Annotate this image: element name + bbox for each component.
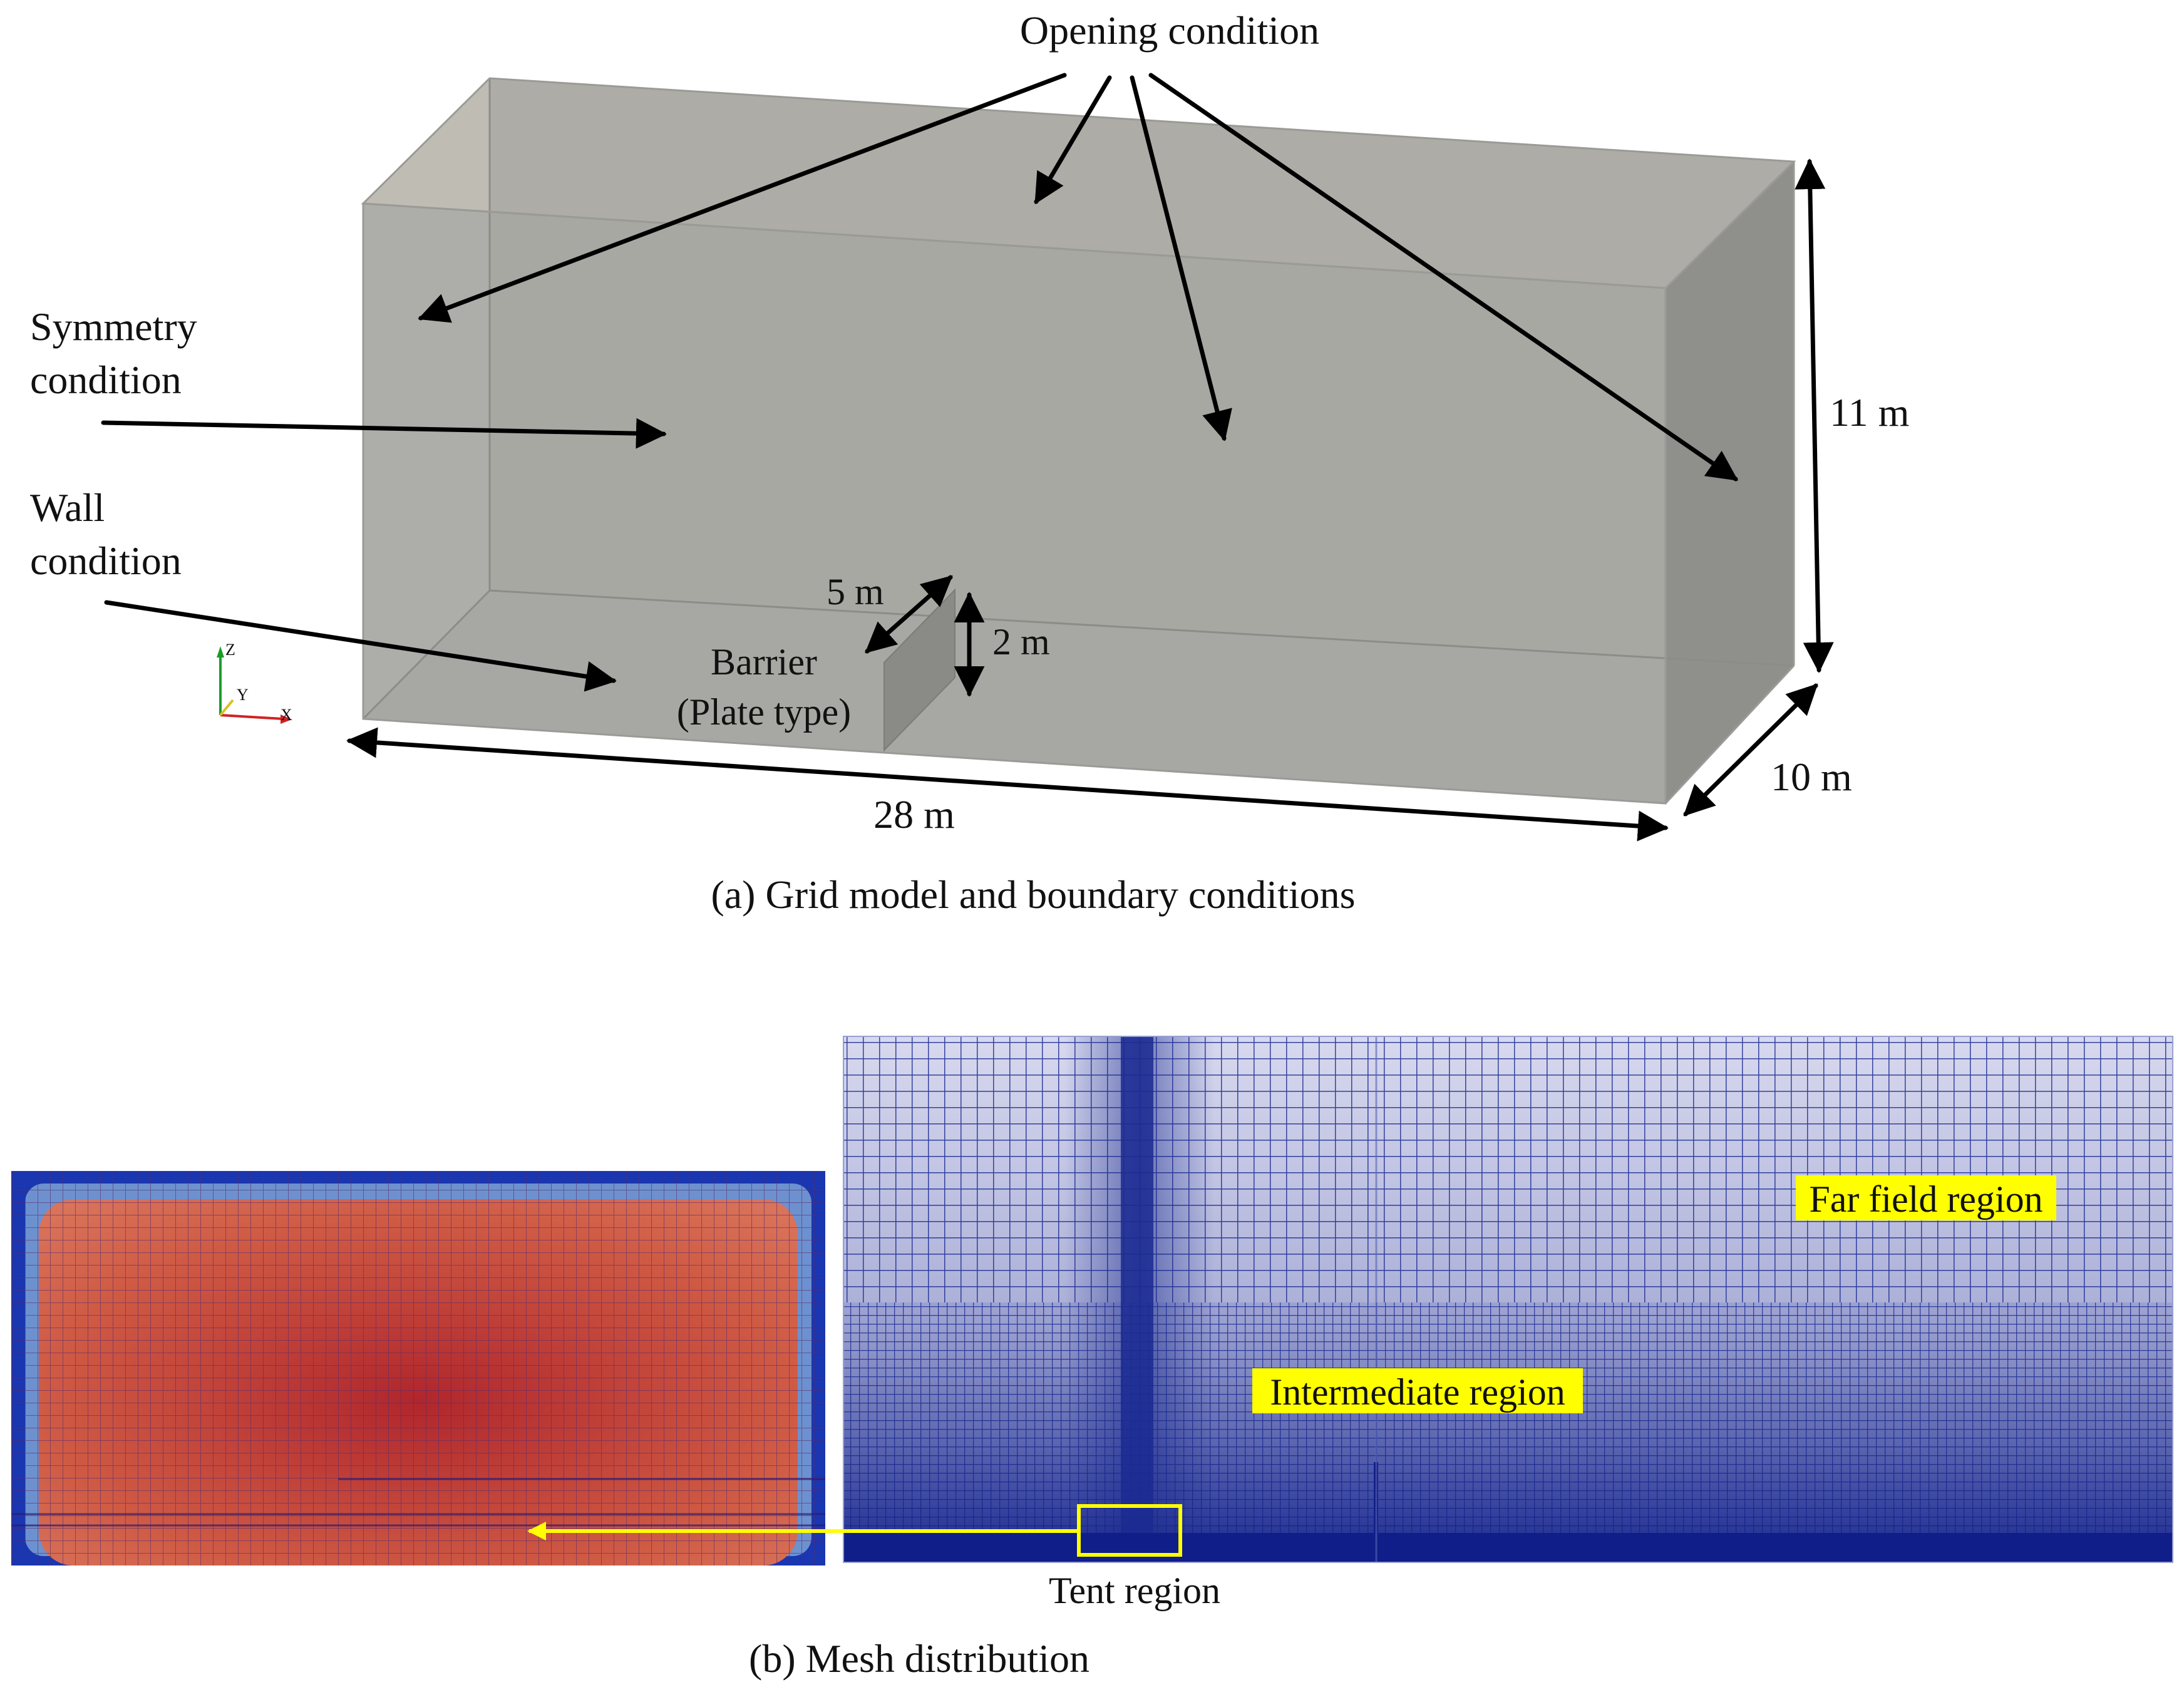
axis-z-label: Z <box>225 641 235 659</box>
intermediate-label: Intermediate region <box>1270 1371 1565 1413</box>
caption-b: (b) Mesh distribution <box>749 1636 1089 1681</box>
domain-box <box>361 77 1796 805</box>
symmetry-label-line2: condition <box>30 358 182 402</box>
arrow-wall <box>104 600 617 692</box>
domain-right-face <box>1666 162 1794 803</box>
axis-x-label: X <box>281 706 292 724</box>
dim-height-line <box>1795 158 1834 673</box>
tent-refinement-band <box>1121 1036 1153 1562</box>
panel-a-labels: Opening condition Symmetry condition Wal… <box>30 8 1909 917</box>
far-field-label: Far field region <box>1809 1179 2042 1220</box>
mesh-side-view <box>843 1036 2173 1563</box>
arrow-symmetry <box>101 418 667 449</box>
barrier-label-line2: (Plate type) <box>677 691 851 733</box>
domain-front-face <box>363 204 1666 803</box>
dim-width-line <box>1683 683 1818 817</box>
annotation-arrows <box>101 73 1834 842</box>
dim-length-line <box>346 727 1669 842</box>
arrow-opening-front <box>1130 75 1232 441</box>
tent-region-label: Tent region <box>1049 1570 1220 1611</box>
axis-triad: Z Y X <box>217 641 292 724</box>
mesh-tent-zoom <box>11 1171 825 1565</box>
opening-condition-label: Opening condition <box>1020 8 1319 53</box>
wall-label-line2: condition <box>30 539 182 583</box>
arrow-opening-right <box>1148 73 1739 482</box>
dim-height-label: 11 m <box>1830 390 1909 435</box>
caption-a: (a) Grid model and boundary conditions <box>711 872 1355 917</box>
arrow-opening-top <box>1034 75 1112 205</box>
barrier-label-line1: Barrier <box>711 641 817 683</box>
axis-y-label: Y <box>237 686 249 704</box>
arrow-opening-left <box>418 73 1067 323</box>
dim-barrier-depth-label: 5 m <box>827 571 884 612</box>
symmetry-label-line1: Symmetry <box>30 304 197 349</box>
ground-dense-layer <box>843 1533 2173 1562</box>
dim-barrier-depth-line <box>865 575 953 654</box>
panel-b-labels: Far field region Intermediate region Ten… <box>749 1175 2056 1681</box>
dim-length-label: 28 m <box>873 792 955 837</box>
dim-width-label: 10 m <box>1771 755 1852 799</box>
wall-label-line1: Wall <box>30 485 105 530</box>
dim-barrier-height-label: 2 m <box>992 621 1050 663</box>
